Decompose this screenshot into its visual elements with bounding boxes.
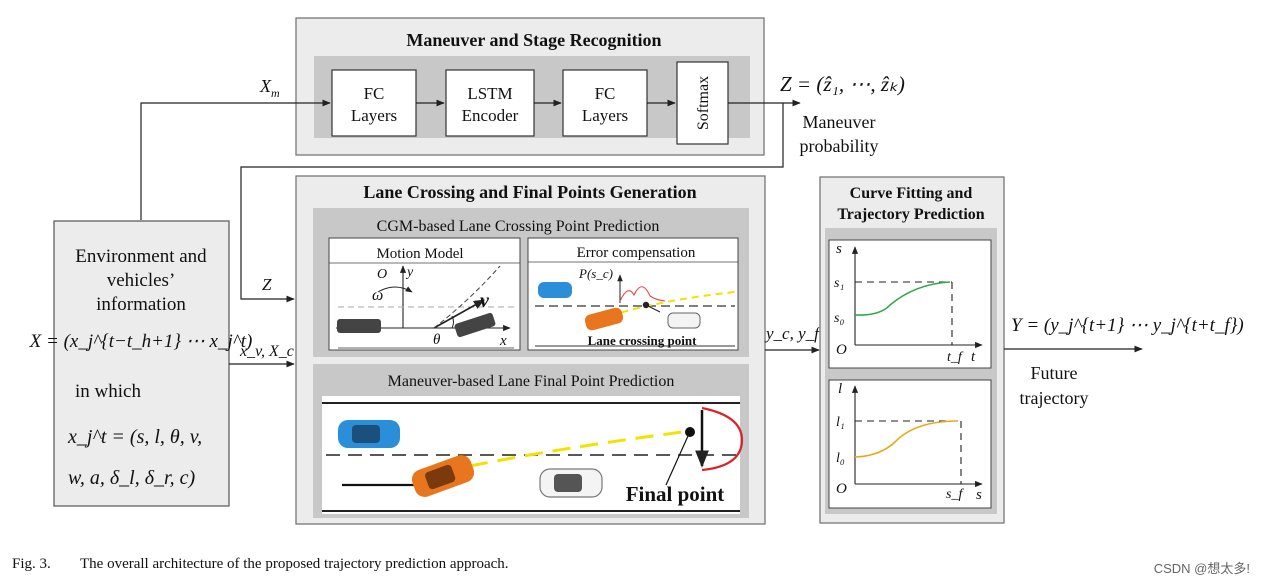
plot2-y0: l₀ — [836, 451, 845, 466]
env-x-formula: X = (x_j^{t−t_h+1} ⋯ x_j^t) — [29, 331, 253, 352]
z-output-formula: Z = (ẑ₁, ⋯, ẑₖ) — [780, 72, 905, 96]
error-comp-title: Error compensation — [577, 245, 696, 261]
plot1-xf: t_f — [947, 350, 964, 365]
ec-white-car — [667, 312, 701, 329]
xv-xc-label: x_v, X_c — [239, 343, 294, 360]
motion-omega-label: ω — [372, 287, 383, 304]
env-in-which: in which — [75, 381, 141, 402]
plot1-x-axis: t — [971, 349, 976, 365]
softmax-label: Softmax — [695, 76, 712, 130]
motion-car-2 — [454, 312, 496, 338]
plot2-y1: l₁ — [836, 415, 845, 430]
plot2-x-axis: s — [976, 487, 982, 503]
environment-box — [53, 220, 230, 507]
env-state-line-1: x_j^t = (s, l, θ, v, — [67, 426, 202, 448]
maneuver-caption-2: probability — [800, 136, 879, 156]
env-line-3: information — [96, 294, 186, 315]
softmax-box — [676, 61, 729, 145]
fc-layers-box-1 — [331, 69, 417, 137]
plot2-xf: s_f — [946, 487, 964, 502]
s-t-plot — [828, 239, 992, 369]
lane-crossing-caption: Lane crossing point — [588, 333, 698, 348]
future-caption-1: Future — [1031, 363, 1078, 383]
ec-blue-car — [538, 282, 572, 298]
lane-crossing-dot — [642, 301, 650, 309]
watermark: CSDN @想太多! — [1154, 561, 1250, 576]
z-feedback-label: Z — [262, 275, 272, 294]
env-line-2: vehicles’ — [107, 270, 176, 291]
fc1-line1: FC — [364, 84, 385, 103]
fc1-line2: Layers — [351, 106, 397, 125]
motion-x-label: x — [499, 333, 507, 349]
motion-o-label: O — [377, 267, 387, 282]
final-white-car-roof — [554, 474, 582, 492]
generation-title: Lane Crossing and Final Points Generatio… — [363, 182, 696, 202]
yc-yf-label: y_c, y_f — [764, 324, 821, 343]
future-caption-2: trajectory — [1020, 388, 1089, 408]
plot1-y0: s₀ — [834, 311, 844, 326]
motion-theta-label: θ — [433, 332, 441, 348]
final-orange-car-roof — [425, 464, 456, 490]
plot1-y-axis: s — [836, 241, 842, 257]
plot2-y-axis: l — [838, 381, 842, 397]
fc-layers-box-2 — [562, 69, 648, 137]
cgm-title: CGM-based Lane Crossing Point Prediction — [377, 218, 660, 235]
final-point-title: Maneuver-based Lane Final Point Predicti… — [388, 373, 675, 390]
maneuver-caption-1: Maneuver — [803, 112, 876, 132]
final-point-dot — [685, 427, 695, 437]
plot1-origin: O — [836, 342, 847, 358]
p-sc-label: P(s_c) — [578, 266, 613, 281]
env-state-line-2: w, a, δ_l, δ_r, c) — [68, 467, 195, 489]
lstm-line2: Encoder — [462, 106, 519, 125]
plot2-origin: O — [836, 481, 847, 497]
motion-model-title: Motion Model — [376, 246, 463, 262]
lstm-encoder-box — [445, 69, 535, 137]
recognition-title: Maneuver and Stage Recognition — [406, 30, 661, 50]
motion-v-label: v — [480, 290, 490, 312]
xm-label: Xm — [259, 76, 280, 100]
y-output-formula: Y = (y_j^{t+1} ⋯ y_j^{t+t_f}) — [1011, 315, 1244, 336]
final-point-label: Final point — [626, 482, 725, 506]
l-s-plot — [828, 379, 992, 509]
curve-title-1: Curve Fitting and — [850, 185, 973, 202]
curve-title-2: Trajectory Prediction — [837, 206, 984, 223]
motion-y-label: y — [405, 265, 414, 280]
fc2-line2: Layers — [582, 106, 628, 125]
fc2-line1: FC — [595, 84, 616, 103]
motion-car-1 — [337, 319, 381, 333]
figure-caption-text: The overall architecture of the proposed… — [80, 556, 509, 572]
final-blue-car-roof — [352, 425, 380, 443]
env-line-1: Environment and — [75, 246, 207, 267]
lstm-line1: LSTM — [467, 84, 512, 103]
plot1-y1: s₁ — [834, 276, 844, 291]
ec-orange-car — [584, 307, 624, 331]
figure-caption-label: Fig. 3. — [12, 556, 51, 572]
